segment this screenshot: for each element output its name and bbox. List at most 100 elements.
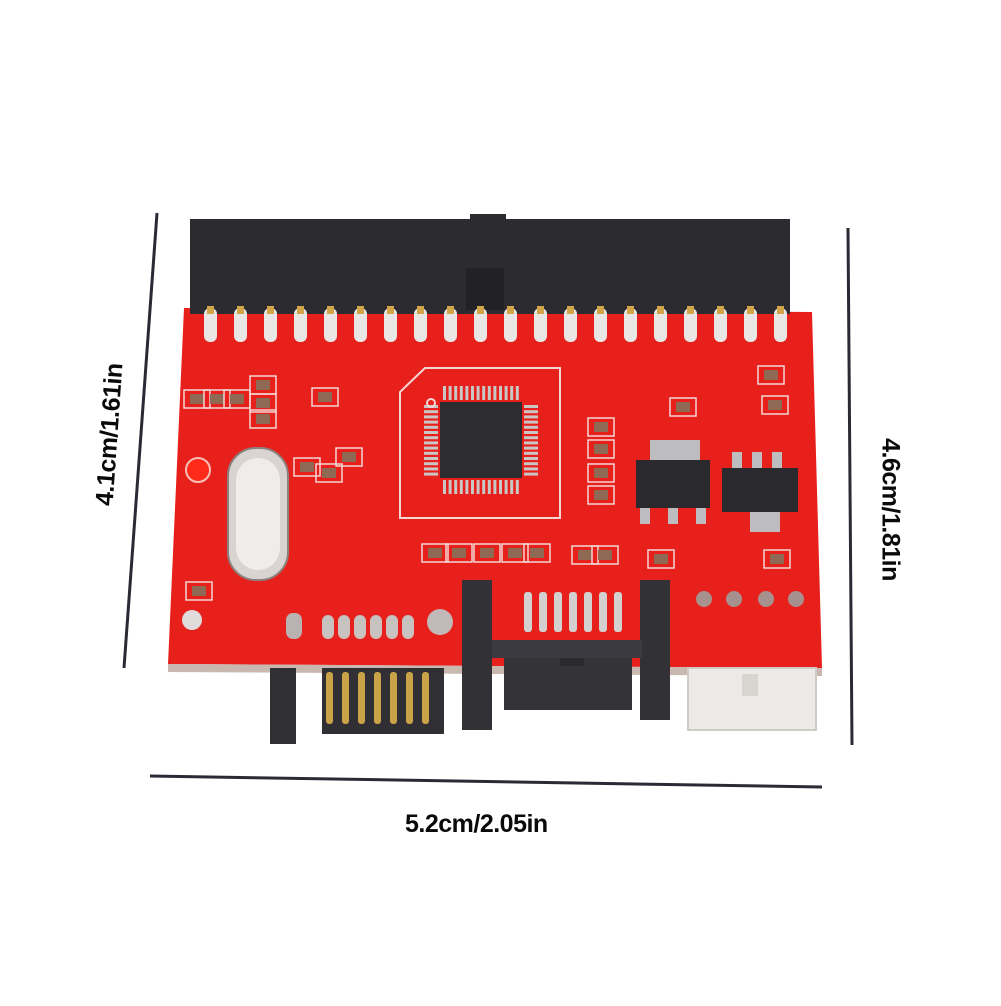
smd-components — [183, 365, 791, 601]
ide-pin-tip — [657, 306, 664, 314]
ide-pin-tip — [357, 306, 364, 314]
component-outline — [223, 389, 251, 409]
sata-pin — [524, 592, 532, 632]
ide-pin — [714, 308, 727, 342]
chip-leg — [476, 386, 480, 400]
component-outline — [185, 581, 213, 601]
smd-component — [428, 548, 442, 558]
chip-leg — [499, 480, 502, 494]
ide-pin — [654, 308, 667, 342]
voltage-regulator-u4 — [722, 452, 798, 532]
chip-leg — [443, 480, 446, 494]
component-outline — [311, 387, 339, 407]
ide-pin-tip — [747, 306, 754, 314]
chip-leg — [524, 441, 538, 445]
smd-component — [480, 548, 494, 558]
chip-leg — [482, 386, 486, 400]
ide-pin-tip — [267, 306, 274, 314]
component-outline — [587, 417, 615, 437]
ide-pin-tip — [237, 306, 244, 314]
chip-leg — [424, 457, 438, 460]
chip-leg — [515, 480, 519, 494]
gold-finger — [390, 672, 397, 724]
component-outline — [473, 543, 501, 563]
ide-pin — [624, 308, 637, 342]
ide-pin-tip — [387, 306, 394, 314]
chip-leg — [524, 451, 538, 455]
chip-leg — [487, 386, 491, 400]
component-outline — [757, 365, 785, 385]
chip-leg — [424, 472, 438, 476]
chip-leg — [454, 480, 458, 494]
smd-component — [578, 550, 592, 560]
chip-leg — [471, 386, 474, 400]
smd-component — [654, 554, 668, 564]
chip-leg — [524, 467, 538, 471]
smd-component — [452, 548, 466, 558]
chip-leg — [448, 480, 452, 494]
sata-pin — [554, 592, 562, 632]
component-outline — [763, 549, 791, 569]
smd-component — [508, 548, 522, 558]
smd-component — [764, 370, 778, 380]
chip-footprint — [399, 367, 561, 519]
ide-pin — [684, 308, 697, 342]
gold-finger — [326, 672, 333, 724]
chip-leg — [504, 386, 508, 400]
ide-pin-tip — [447, 306, 454, 314]
chip-leg — [524, 457, 538, 460]
chip-leg — [459, 480, 463, 494]
smd-component — [300, 462, 314, 472]
ide-pin — [234, 308, 247, 342]
component-outline — [587, 485, 615, 505]
chip-leg — [448, 386, 452, 400]
chip-leg — [471, 480, 474, 494]
chip-leg — [504, 480, 508, 494]
component-outline — [587, 439, 615, 459]
chip-leg — [510, 480, 514, 494]
chip-leg — [524, 420, 538, 424]
smd-component — [322, 468, 336, 478]
dimension-line-right — [846, 227, 854, 746]
gold-finger — [406, 672, 413, 724]
height-right-label: 4.6cm/1.81in — [876, 438, 905, 581]
sata-pin — [599, 592, 607, 632]
chip-leg — [493, 386, 497, 400]
chip-leg — [499, 386, 502, 400]
chip-leg — [476, 480, 480, 494]
chip-leg — [524, 410, 538, 414]
chip-leg — [515, 386, 519, 400]
power-pads — [696, 591, 804, 607]
width-bottom-label: 5.2cm/2.05in — [405, 810, 548, 838]
chip-leg — [524, 436, 538, 440]
chip-leg — [424, 462, 438, 466]
chip-leg — [424, 467, 438, 471]
chip-leg — [524, 415, 538, 419]
component-outline — [587, 463, 615, 483]
led — [185, 457, 211, 483]
smd-component — [530, 548, 544, 558]
component-outline — [669, 397, 697, 417]
component-outline — [647, 549, 675, 569]
smd-component — [256, 380, 270, 390]
ide-pin-tip — [717, 306, 724, 314]
ide-pin-tip — [627, 306, 634, 314]
chip-leg — [482, 480, 486, 494]
component-outline — [421, 543, 449, 563]
chip-leg — [424, 420, 438, 424]
component-outline — [249, 409, 277, 429]
ide-pin-tip — [507, 306, 514, 314]
component-outline — [591, 545, 619, 565]
gold-finger — [422, 672, 429, 724]
chip-leg — [424, 436, 438, 440]
chip-leg — [487, 480, 491, 494]
ide-pin-tip — [297, 306, 304, 314]
chip-leg — [524, 462, 538, 466]
smd-component — [256, 398, 270, 408]
smd-component — [594, 422, 608, 432]
chip-leg — [424, 410, 438, 414]
component-outline — [293, 457, 321, 477]
chip-leg — [524, 431, 538, 434]
ide-pin-tip — [417, 306, 424, 314]
